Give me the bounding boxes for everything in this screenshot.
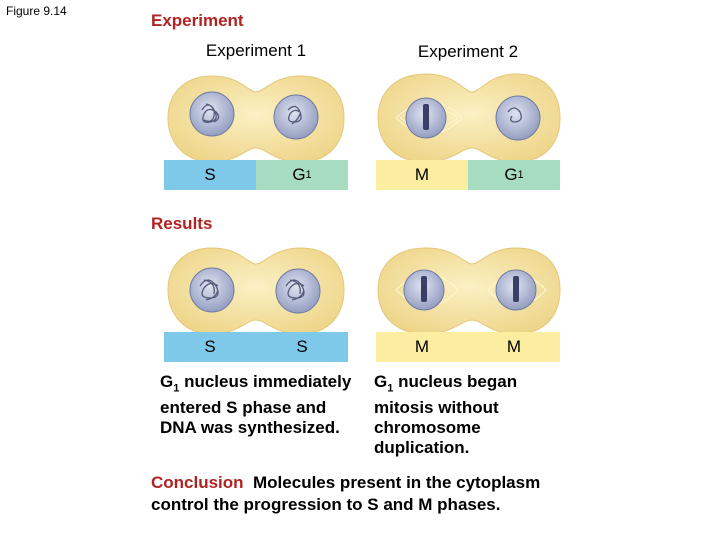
result2-g-prefix: G	[374, 372, 388, 391]
exp1-g1-label: G	[292, 165, 306, 184]
result1-g-sub: 1	[173, 382, 180, 395]
conclusion-label: Conclusion	[151, 473, 244, 492]
result2-left-label: M	[414, 337, 430, 356]
result1-fused-cell	[167, 247, 345, 335]
result2-g-sub: 1	[387, 382, 394, 395]
conclusion: Conclusion Molecules present in the cyto…	[151, 472, 591, 516]
exp1-fused-cell	[167, 75, 345, 163]
result1-phase-bar: S S	[164, 332, 348, 362]
result2-text-body: nucleus began mitosis without chromosome…	[374, 372, 518, 458]
result2-phase-bar: M M	[376, 332, 560, 362]
conclusion-text: Molecules present in the cytoplasm contr…	[151, 473, 541, 514]
exp1-s-phase: S	[164, 160, 256, 190]
result1-left-s-phase: S	[164, 332, 256, 362]
result2-right-label: M	[506, 337, 522, 356]
exp1-g1-sub: 1	[305, 169, 312, 181]
result1-right-s-phase: S	[256, 332, 348, 362]
experiment-1-title: Experiment 1	[205, 41, 307, 60]
result2-description: G1 nucleus began mitosis without chromos…	[374, 372, 554, 458]
result1-description: G1 nucleus immediately entered S phase a…	[160, 372, 360, 438]
result1-text-body: nucleus immediately entered S phase and …	[160, 372, 352, 438]
exp2-m-label: M	[414, 165, 430, 184]
result1-left-label: S	[204, 337, 216, 356]
exp1-s-label: S	[204, 165, 216, 184]
results-heading: Results	[151, 214, 213, 233]
result1-right-label: S	[296, 337, 308, 356]
result2-fused-cell	[377, 247, 561, 335]
experiment-2-title: Experiment 2	[417, 42, 519, 61]
exp2-g1-label: G	[504, 165, 518, 184]
exp2-g1-sub: 1	[517, 169, 524, 181]
figure-label: Figure 9.14	[6, 4, 67, 18]
result1-g-prefix: G	[160, 372, 174, 391]
result2-right-m-phase: M	[468, 332, 560, 362]
experiment-heading: Experiment	[151, 11, 244, 30]
exp2-m-phase: M	[376, 160, 468, 190]
result2-left-m-phase: M	[376, 332, 468, 362]
exp2-fused-cell	[377, 73, 561, 163]
